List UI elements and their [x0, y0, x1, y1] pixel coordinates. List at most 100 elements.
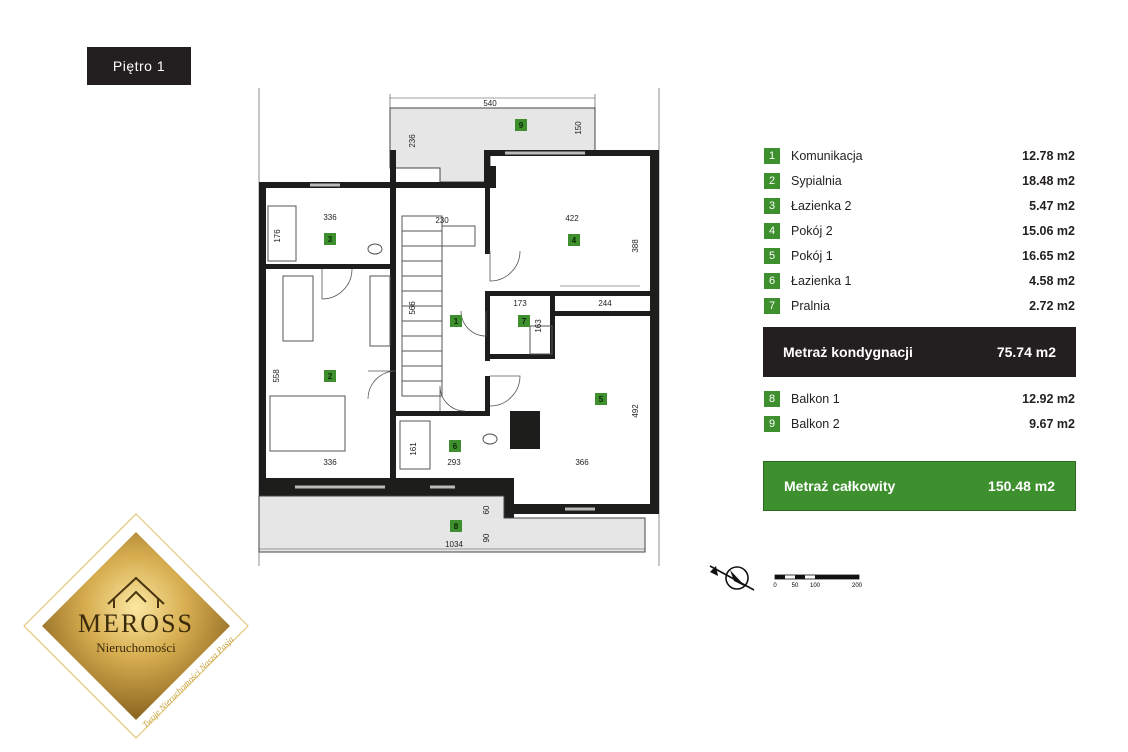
wall — [390, 182, 490, 188]
legend-number: 7 — [764, 297, 780, 314]
legend-label: Łazienka 2 — [791, 198, 852, 213]
legend-row: 8 Balkon 1 12.92 m2 — [763, 386, 1076, 411]
dimension-label: 244 — [598, 299, 612, 308]
legend-label: Pokój 2 — [791, 223, 833, 238]
dimension-label: 163 — [534, 319, 543, 333]
room-marker-6: 6 — [449, 440, 461, 452]
dimension-label: 150 — [574, 121, 583, 135]
svg-text:4: 4 — [572, 236, 577, 245]
legend-area: 12.92 m2 — [1022, 391, 1075, 406]
wall — [490, 166, 496, 188]
legend-number: 1 — [764, 147, 780, 164]
room-marker-4: 4 — [568, 234, 580, 246]
dimension-label: 176 — [273, 229, 282, 243]
wall — [485, 354, 555, 359]
scale-bar: 0 50 100 200 — [773, 574, 863, 589]
wall — [266, 264, 390, 269]
logo-subtitle: Nieruchomości — [96, 640, 176, 655]
door — [439, 385, 466, 412]
legend-label: Łazienka 1 — [791, 273, 852, 288]
scale-tick: 200 — [852, 583, 863, 589]
room-marker-2: 2 — [324, 370, 336, 382]
wall — [485, 291, 490, 361]
wall — [510, 411, 540, 449]
dimension-label: 161 — [409, 442, 418, 456]
dimension-label: 366 — [575, 458, 589, 467]
wall — [555, 311, 650, 316]
legend-area: 2.72 m2 — [1029, 298, 1075, 313]
dimension-label: 422 — [565, 214, 579, 223]
scale-tick: 0 — [773, 583, 777, 589]
legend-label: Balkon 1 — [791, 391, 840, 406]
dimension-label: 90 — [482, 533, 491, 542]
legend-number: 2 — [764, 172, 780, 189]
scale-tick: 50 — [792, 583, 799, 589]
legend-row: 6 Łazienka 1 4.58 m2 — [763, 268, 1076, 293]
dimension-label: 336 — [323, 213, 337, 222]
wall — [484, 150, 490, 188]
dimension-label: 293 — [447, 458, 461, 467]
floor-label: Piętro 1 — [87, 47, 191, 85]
toilet — [482, 433, 498, 445]
wall — [259, 182, 266, 498]
room-marker-9: 9 — [515, 119, 527, 131]
compass-icon — [709, 565, 755, 591]
legend-label: Sypialnia — [791, 173, 842, 188]
dimension-label: 540 — [483, 99, 497, 108]
legend-number: 6 — [764, 272, 780, 289]
room-marker-1: 1 — [450, 315, 462, 327]
legend-label: Pralnia — [791, 298, 830, 313]
legend-row: 1 Komunikacja 12.78 m2 — [763, 143, 1076, 168]
legend-area: 16.65 m2 — [1022, 248, 1075, 263]
wall — [650, 150, 659, 510]
legend-row: 7 Pralnia 2.72 m2 — [763, 293, 1076, 318]
legend-area: 4.58 m2 — [1029, 273, 1075, 288]
bathtub — [399, 420, 431, 470]
svg-text:9: 9 — [519, 121, 524, 130]
svg-text:1: 1 — [454, 317, 459, 326]
wall — [485, 376, 490, 416]
grand-total-value: 150.48 m2 — [988, 478, 1055, 494]
door — [460, 310, 487, 337]
room-marker-7: 7 — [518, 315, 530, 327]
svg-text:8: 8 — [454, 522, 459, 531]
svg-text:6: 6 — [453, 442, 458, 451]
dimension-label: 492 — [631, 404, 640, 418]
door — [321, 268, 353, 300]
legend-area: 18.48 m2 — [1022, 173, 1075, 188]
legend-number: 3 — [764, 197, 780, 214]
dimension-label: 236 — [408, 134, 417, 148]
door — [489, 250, 521, 282]
wall — [485, 188, 490, 254]
svg-text:3: 3 — [328, 235, 333, 244]
scale-tick: 100 — [810, 583, 821, 589]
door — [489, 375, 521, 407]
legend-label: Komunikacja — [791, 148, 863, 163]
svg-text:5: 5 — [599, 395, 604, 404]
legend-area: 9.67 m2 — [1029, 416, 1075, 431]
wall — [390, 188, 396, 478]
dimension-label: 336 — [323, 458, 337, 467]
room-marker-3: 3 — [324, 233, 336, 245]
wall — [550, 291, 555, 359]
wardrobe — [369, 275, 391, 347]
dimension-label: 566 — [408, 301, 417, 315]
room-marker-5: 5 — [595, 393, 607, 405]
floor-area-label: Metraż kondygnacji — [783, 344, 913, 360]
legend-number: 8 — [764, 390, 780, 407]
house-icon — [107, 576, 165, 608]
dimension-label: 173 — [513, 299, 527, 308]
door — [367, 370, 397, 400]
floor-area-total: Metraż kondygnacji 75.74 m2 — [763, 327, 1076, 377]
staircase — [401, 215, 476, 397]
dimension-label: 388 — [631, 239, 640, 253]
wall — [259, 478, 514, 496]
grand-total-label: Metraż całkowity — [784, 478, 896, 494]
legend-number: 9 — [764, 415, 780, 432]
legend-area: 12.78 m2 — [1022, 148, 1075, 163]
